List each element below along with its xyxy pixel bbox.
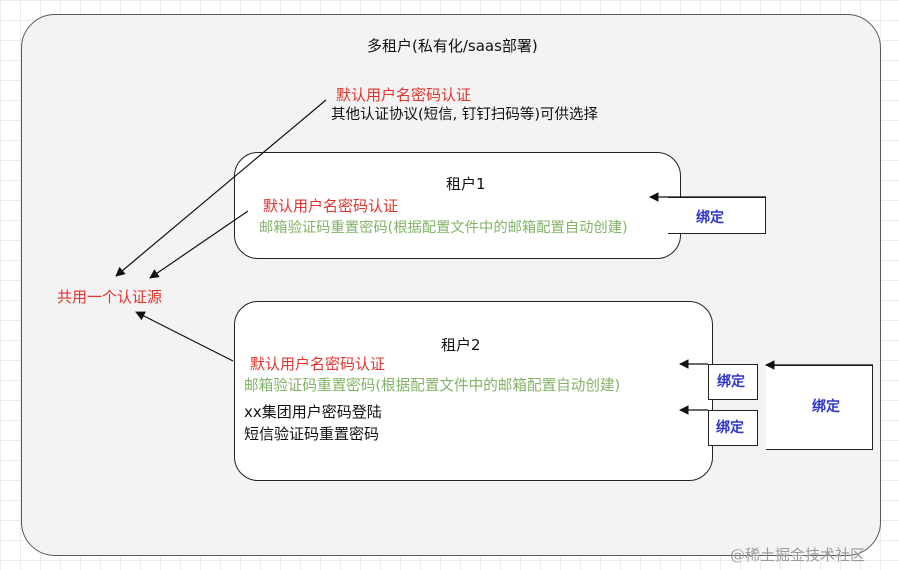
bind-box-tenant1 — [668, 197, 766, 234]
tenant2-box — [234, 301, 713, 481]
arrow-top-to-shared — [115, 99, 327, 277]
bind-label-tenant1: 绑定 — [696, 210, 724, 226]
bind-label-tenant2-group: 绑定 — [812, 399, 840, 415]
top-note-other-protocols: 其他认证协议(短信, 钉钉扫码等)可供选择 — [331, 107, 599, 123]
top-note-default-auth: 默认用户名密码认证 — [336, 86, 472, 104]
tenant1-email-reset: 邮箱验证码重置密码(根据配置文件中的邮箱配置自动创建) — [259, 220, 628, 236]
tenant2-group-login: xx集团用户密码登陆 — [244, 403, 382, 421]
bind-box-tenant2-group — [766, 365, 873, 450]
bind-label-tenant2-sms: 绑定 — [716, 420, 744, 436]
bind-box-tenant2-sms — [708, 410, 758, 446]
tenant2-default-auth: 默认用户名密码认证 — [250, 355, 386, 373]
outer-title: 多租户(私有化/saas部署) — [367, 37, 538, 55]
arrow-tenant2-to-shared — [135, 311, 234, 362]
bind-box-tenant2-email — [708, 364, 758, 400]
tenant2-email-reset: 邮箱验证码重置密码(根据配置文件中的邮箱配置自动创建) — [244, 377, 621, 394]
tenant1-box — [234, 152, 681, 259]
tenant1-title: 租户1 — [446, 175, 486, 193]
watermark: @稀土掘金技术社区 — [730, 546, 866, 564]
tenant2-title: 租户2 — [441, 336, 481, 354]
shared-auth-source: 共用一个认证源 — [57, 288, 163, 306]
bind-label-tenant2-email: 绑定 — [717, 374, 745, 390]
arrow-tenant1-to-shared — [149, 210, 249, 279]
tenant1-default-auth: 默认用户名密码认证 — [263, 197, 399, 215]
tenant2-sms-reset: 短信验证码重置密码 — [244, 425, 380, 443]
